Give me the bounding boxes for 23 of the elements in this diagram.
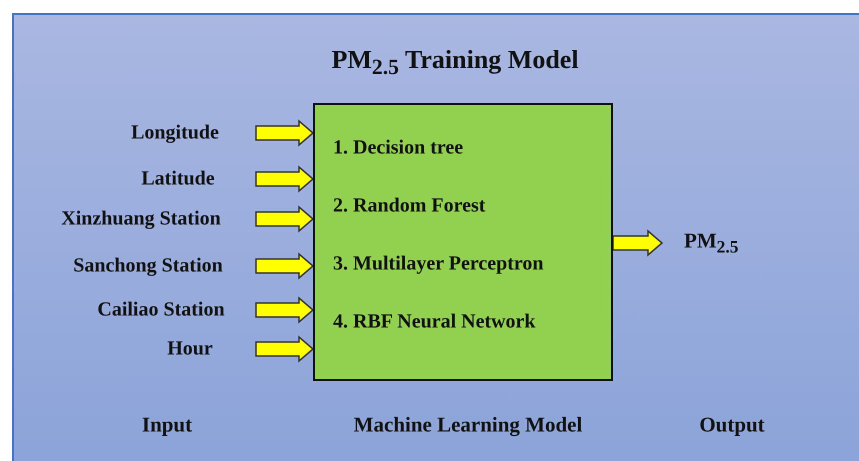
block-arrow: [612, 229, 664, 257]
column-label: Input: [142, 412, 192, 438]
column-label: Machine Learning Model: [354, 412, 582, 438]
column-label: Output: [699, 412, 765, 438]
output-label: PM$_{2.5}$: [662, 228, 739, 258]
block-arrow: [255, 335, 314, 363]
block-arrow: [255, 252, 314, 280]
model-item: 3. Multilayer Perceptron: [333, 252, 544, 276]
model-box: [313, 103, 613, 381]
input-label: Hour: [124, 338, 256, 360]
model-item: 4. RBF Neural Network: [333, 310, 536, 334]
model-item: 2. Random Forest: [333, 194, 486, 218]
input-label: Cailiao Station: [66, 298, 256, 322]
block-arrow: [255, 296, 314, 324]
input-label: Xinzhuang Station: [26, 208, 256, 230]
input-label: Sanchong Station: [40, 254, 256, 278]
block-arrow: [255, 119, 314, 147]
input-label: Longitude: [94, 122, 256, 144]
diagram-title: PM$_{2.5}$ Training Model: [330, 45, 580, 80]
block-arrow: [255, 165, 314, 193]
model-item: 1. Decision tree: [333, 136, 464, 160]
block-arrow: [255, 205, 314, 233]
input-label: Latitude: [100, 168, 256, 190]
